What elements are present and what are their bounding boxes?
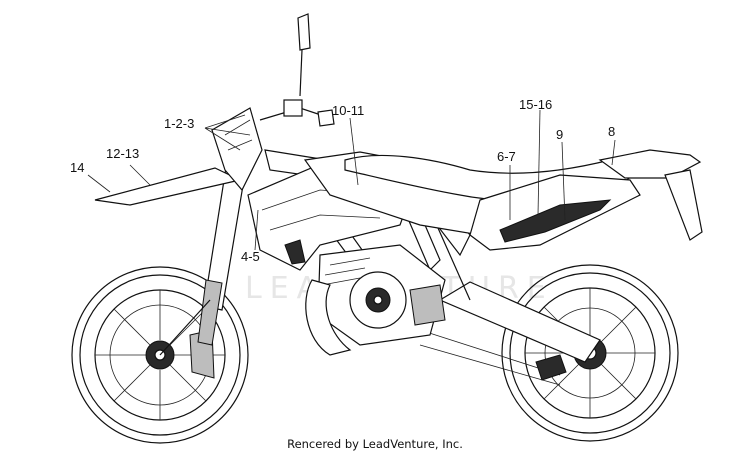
- callout-12-13: 12-13: [106, 146, 139, 161]
- callout-15-16: 15-16: [519, 97, 552, 112]
- callout-9: 9: [556, 127, 563, 142]
- callout-1-2-3: 1-2-3: [164, 116, 194, 131]
- front-fender: [94, 167, 242, 206]
- callout-6-7: 6-7: [497, 149, 516, 164]
- credit-text: Rencered by LeadVenture, Inc.: [287, 437, 463, 451]
- exhaust-pipe: [305, 279, 352, 356]
- callout-8: 8: [608, 124, 615, 139]
- swingarm: [419, 281, 601, 386]
- rear-fender: [598, 149, 702, 179]
- leader-lines: [87, 109, 616, 251]
- mirror: [297, 13, 311, 97]
- callout-4-5: 4-5: [241, 249, 260, 264]
- callout-10-11: 10-11: [332, 103, 364, 118]
- front-number-plate: [211, 107, 263, 192]
- license-plate-holder: [664, 169, 703, 241]
- side-panel-stripe: [499, 199, 612, 243]
- callout-14: 14: [70, 160, 84, 175]
- handlebar: [259, 99, 335, 127]
- engine: [317, 244, 446, 346]
